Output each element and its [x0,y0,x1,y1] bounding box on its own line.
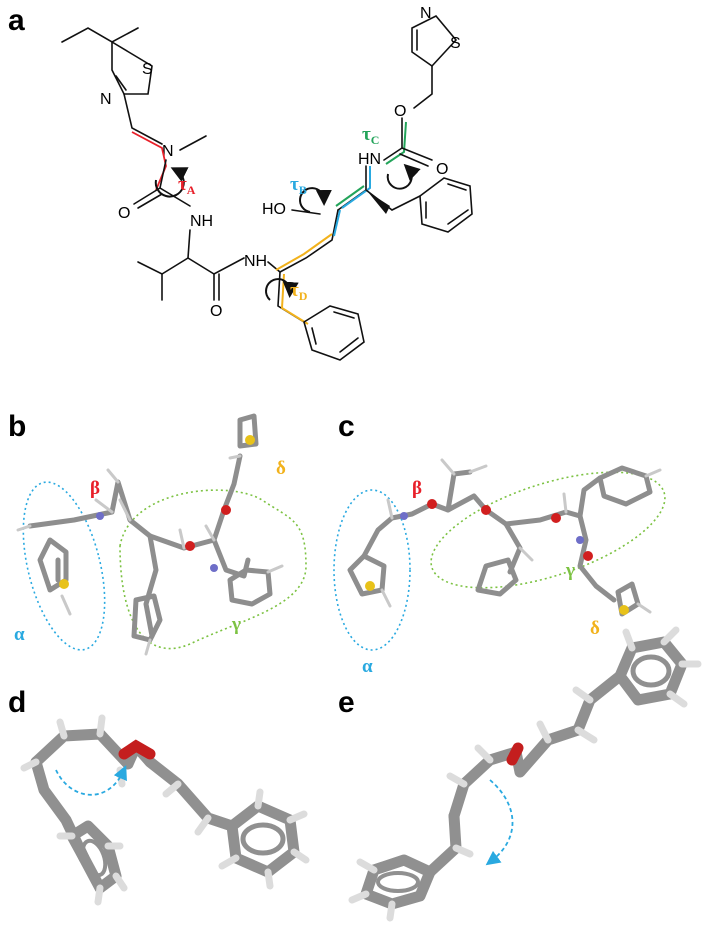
panel-label-e: e [338,686,355,719]
panel-label-c: c [338,410,355,443]
torsion-a-label: τA [178,174,196,197]
atom-o-1: O [118,205,130,222]
region-alpha-label-b: α [14,624,25,645]
panel-b: b β δ γ α [8,410,307,656]
atom-hn: HN [358,151,381,168]
atom-ho: HO [262,201,286,218]
region-delta-label-b: δ [276,458,286,479]
atom-n-methyl: N [162,143,174,160]
atom-nh-2: NH [244,253,267,270]
panel-label-d: d [8,686,26,719]
panel-label-b: b [8,410,26,443]
panel-label-a: a [8,4,25,37]
region-alpha-label-c: α [362,656,373,677]
atom-o-2: O [210,303,222,320]
atom-s-left: S [142,61,153,78]
atom-o-carbonyl: O [436,161,448,178]
panel-d: d [8,686,310,906]
atom-n-right: N [420,5,432,22]
atom-n-left: N [100,91,112,108]
region-delta-label-c: δ [590,618,600,639]
region-gamma-label-b: γ [231,614,241,635]
region-gamma-label-c: γ [565,560,575,581]
region-beta-label-b: β [90,478,100,499]
torsion-b-label: τB [290,174,307,197]
panel-a: a S N N O NH τA O NH HO [8,4,473,361]
atom-o-ester: O [394,103,406,120]
torsion-d-label: τD [290,280,308,303]
atom-nh-1: NH [190,213,213,230]
region-beta-label-c: β [412,478,422,499]
panel-e: e [338,626,702,922]
panel-c: c β γ δ α [333,410,666,677]
torsion-c-label: τC [362,124,379,147]
atom-s-right: S [450,35,461,52]
